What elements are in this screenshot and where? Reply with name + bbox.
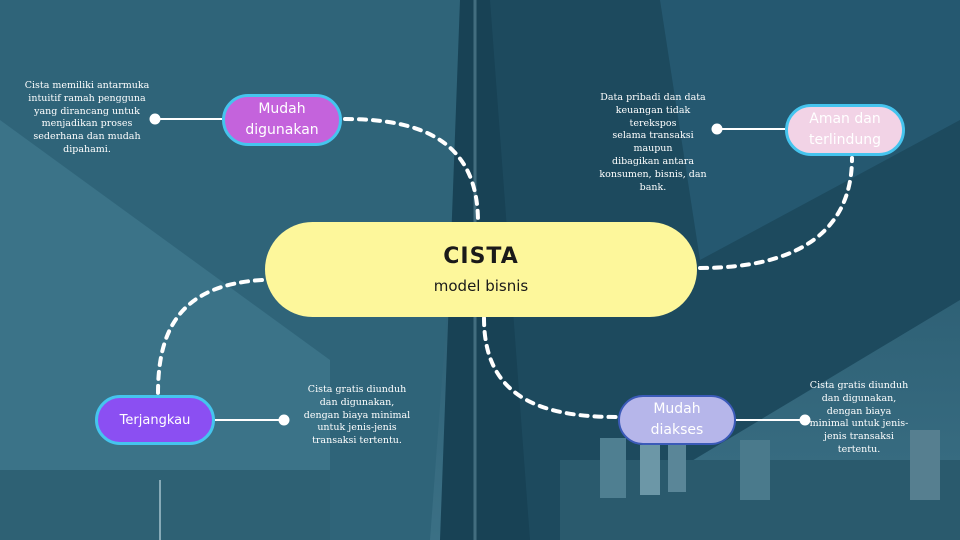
center-title: CISTA bbox=[443, 244, 519, 269]
node-mudah-digunakan: Mudah digunakan bbox=[222, 94, 342, 146]
connector-mudah-diakses bbox=[484, 318, 616, 417]
connector-mudah-digunakan bbox=[345, 119, 478, 222]
description-line: dibagikan antara bbox=[592, 156, 714, 169]
node-label-line: Aman dan bbox=[809, 109, 880, 130]
node-label-line: digunakan bbox=[245, 120, 318, 141]
description-line: minimal untuk jenis- bbox=[806, 418, 912, 431]
center-node: CISTA model bisnis bbox=[265, 222, 697, 317]
description-line: sederhana dan mudah bbox=[24, 131, 150, 144]
description-line: konsumen, bisnis, dan bbox=[592, 169, 714, 182]
connector-aman bbox=[700, 158, 852, 268]
node-terjangkau: Terjangkau bbox=[95, 395, 215, 445]
description-mudah-digunakan: Cista memiliki antarmuka intuitif ramah … bbox=[24, 80, 150, 157]
description-line: yang dirancang untuk bbox=[24, 106, 150, 119]
node-label: Terjangkau bbox=[120, 410, 191, 431]
description-line: untuk jenis-jenis bbox=[296, 422, 418, 435]
description-line: Cista gratis diunduh bbox=[296, 384, 418, 397]
leader-dot-1 bbox=[151, 115, 160, 124]
description-line: keuangan tidak terekspos bbox=[592, 105, 714, 131]
node-label-line: terlindung bbox=[809, 130, 881, 151]
connector-terjangkau bbox=[158, 280, 262, 393]
description-line: jenis transaksi bbox=[806, 431, 912, 444]
description-line: tertentu. bbox=[806, 444, 912, 457]
node-label-line: Mudah bbox=[258, 99, 305, 120]
description-line: Cista gratis diunduh bbox=[806, 380, 912, 393]
leader-dot-3 bbox=[280, 416, 289, 425]
description-line: dengan biaya bbox=[806, 406, 912, 419]
description-aman-dan-terlindung: Data pribadi dan data keuangan tidak ter… bbox=[592, 92, 714, 194]
description-line: dipahami. bbox=[24, 144, 150, 157]
description-line: Cista memiliki antarmuka bbox=[24, 80, 150, 93]
center-subtitle: model bisnis bbox=[434, 277, 528, 295]
description-line: dengan biaya minimal bbox=[296, 410, 418, 423]
description-line: selama transaksi maupun bbox=[592, 130, 714, 156]
node-label-line: Mudah bbox=[653, 399, 700, 420]
description-line: dan digunakan, bbox=[806, 393, 912, 406]
description-line: transaksi tertentu. bbox=[296, 435, 418, 448]
description-line: intuitif ramah pengguna bbox=[24, 93, 150, 106]
description-terjangkau: Cista gratis diunduh dan digunakan, deng… bbox=[296, 384, 418, 448]
description-line: bank. bbox=[592, 182, 714, 195]
description-line: dan digunakan, bbox=[296, 397, 418, 410]
node-mudah-diakses: Mudah diakses bbox=[618, 395, 736, 445]
description-line: Data pribadi dan data bbox=[592, 92, 714, 105]
node-label-line: diakses bbox=[651, 420, 704, 441]
node-aman-dan-terlindung: Aman dan terlindung bbox=[785, 104, 905, 156]
description-mudah-diakses: Cista gratis diunduh dan digunakan, deng… bbox=[806, 380, 912, 457]
description-line: menjadikan proses bbox=[24, 118, 150, 131]
